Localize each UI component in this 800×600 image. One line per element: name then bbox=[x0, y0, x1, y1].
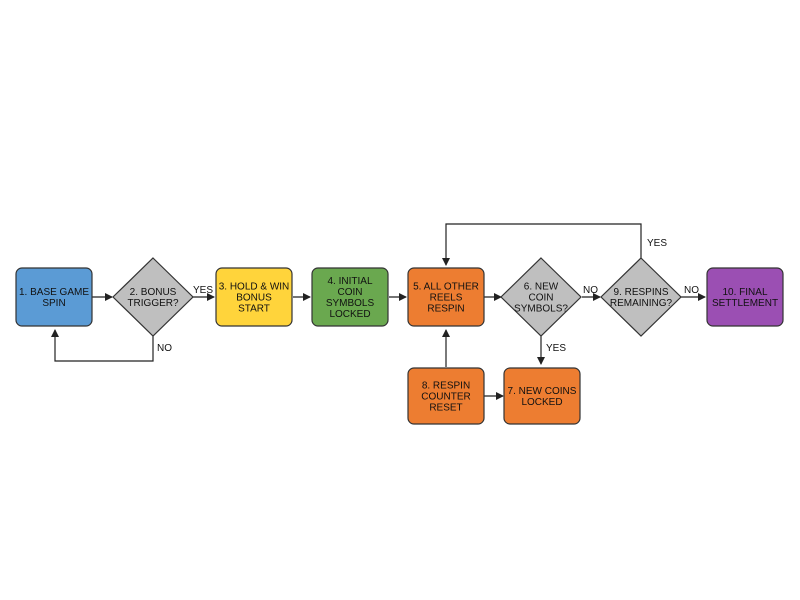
node-label-line: 8. RESPIN bbox=[422, 381, 470, 392]
node-label-line: 7. NEW COINS bbox=[508, 386, 577, 397]
edge-labels: YES NO NO YES YES NO bbox=[157, 238, 699, 354]
node-label-line: 9. RESPINS bbox=[613, 287, 668, 298]
decision-diamond bbox=[500, 257, 582, 337]
node-label-line: COIN bbox=[338, 287, 363, 298]
label-bonus-yes: YES bbox=[193, 285, 213, 296]
edges bbox=[51, 223, 706, 400]
node-label-line: SYMBOLS bbox=[326, 298, 375, 309]
node-label-line: 3. HOLD & WIN bbox=[219, 282, 290, 293]
node-label-line: COIN bbox=[529, 293, 554, 304]
node-label-line: SPIN bbox=[42, 298, 65, 309]
node-label-line: 1. BASE GAME bbox=[19, 287, 89, 298]
node-label-line: LOCKED bbox=[521, 397, 562, 408]
process-box bbox=[215, 267, 293, 327]
node-label-line: SETTLEMENT bbox=[712, 298, 778, 309]
node-label-line: REMAINING? bbox=[610, 298, 673, 309]
node-label-line: BONUS bbox=[236, 293, 272, 304]
node-label-line: TRIGGER? bbox=[127, 298, 179, 309]
node-label-line: START bbox=[238, 304, 270, 315]
process-box bbox=[407, 267, 485, 327]
edge-9-yes-to-5 bbox=[442, 223, 642, 266]
node-label-line: RESET bbox=[429, 403, 462, 414]
label-bonus-no: NO bbox=[157, 343, 172, 354]
process-box bbox=[407, 367, 485, 425]
process-box bbox=[15, 267, 93, 327]
node-label-line: LOCKED bbox=[329, 309, 370, 320]
process-box bbox=[503, 367, 581, 425]
label-coin-no: NO bbox=[583, 285, 598, 296]
node-label-line: 10. FINAL bbox=[722, 287, 767, 298]
label-respins-yes: YES bbox=[647, 238, 667, 249]
node-label-line: 2. BONUS bbox=[130, 287, 177, 298]
decision-diamond bbox=[600, 257, 682, 337]
node-label-line: SYMBOLS? bbox=[514, 304, 568, 315]
node-label-line: COUNTER bbox=[421, 392, 470, 403]
node-label-line: 5. ALL OTHER bbox=[413, 282, 479, 293]
edge-2-no-to-1 bbox=[51, 329, 154, 362]
node-label-line: REELS bbox=[430, 293, 463, 304]
process-box bbox=[311, 267, 389, 327]
node-label-line: 6. NEW bbox=[524, 282, 559, 293]
decision-diamond bbox=[112, 257, 194, 337]
label-respins-no: NO bbox=[684, 285, 699, 296]
label-coin-yes: YES bbox=[546, 343, 566, 354]
node-label-line: RESPIN bbox=[427, 304, 464, 315]
process-box bbox=[706, 267, 784, 327]
node-label-line: 4. INITIAL bbox=[327, 276, 372, 287]
